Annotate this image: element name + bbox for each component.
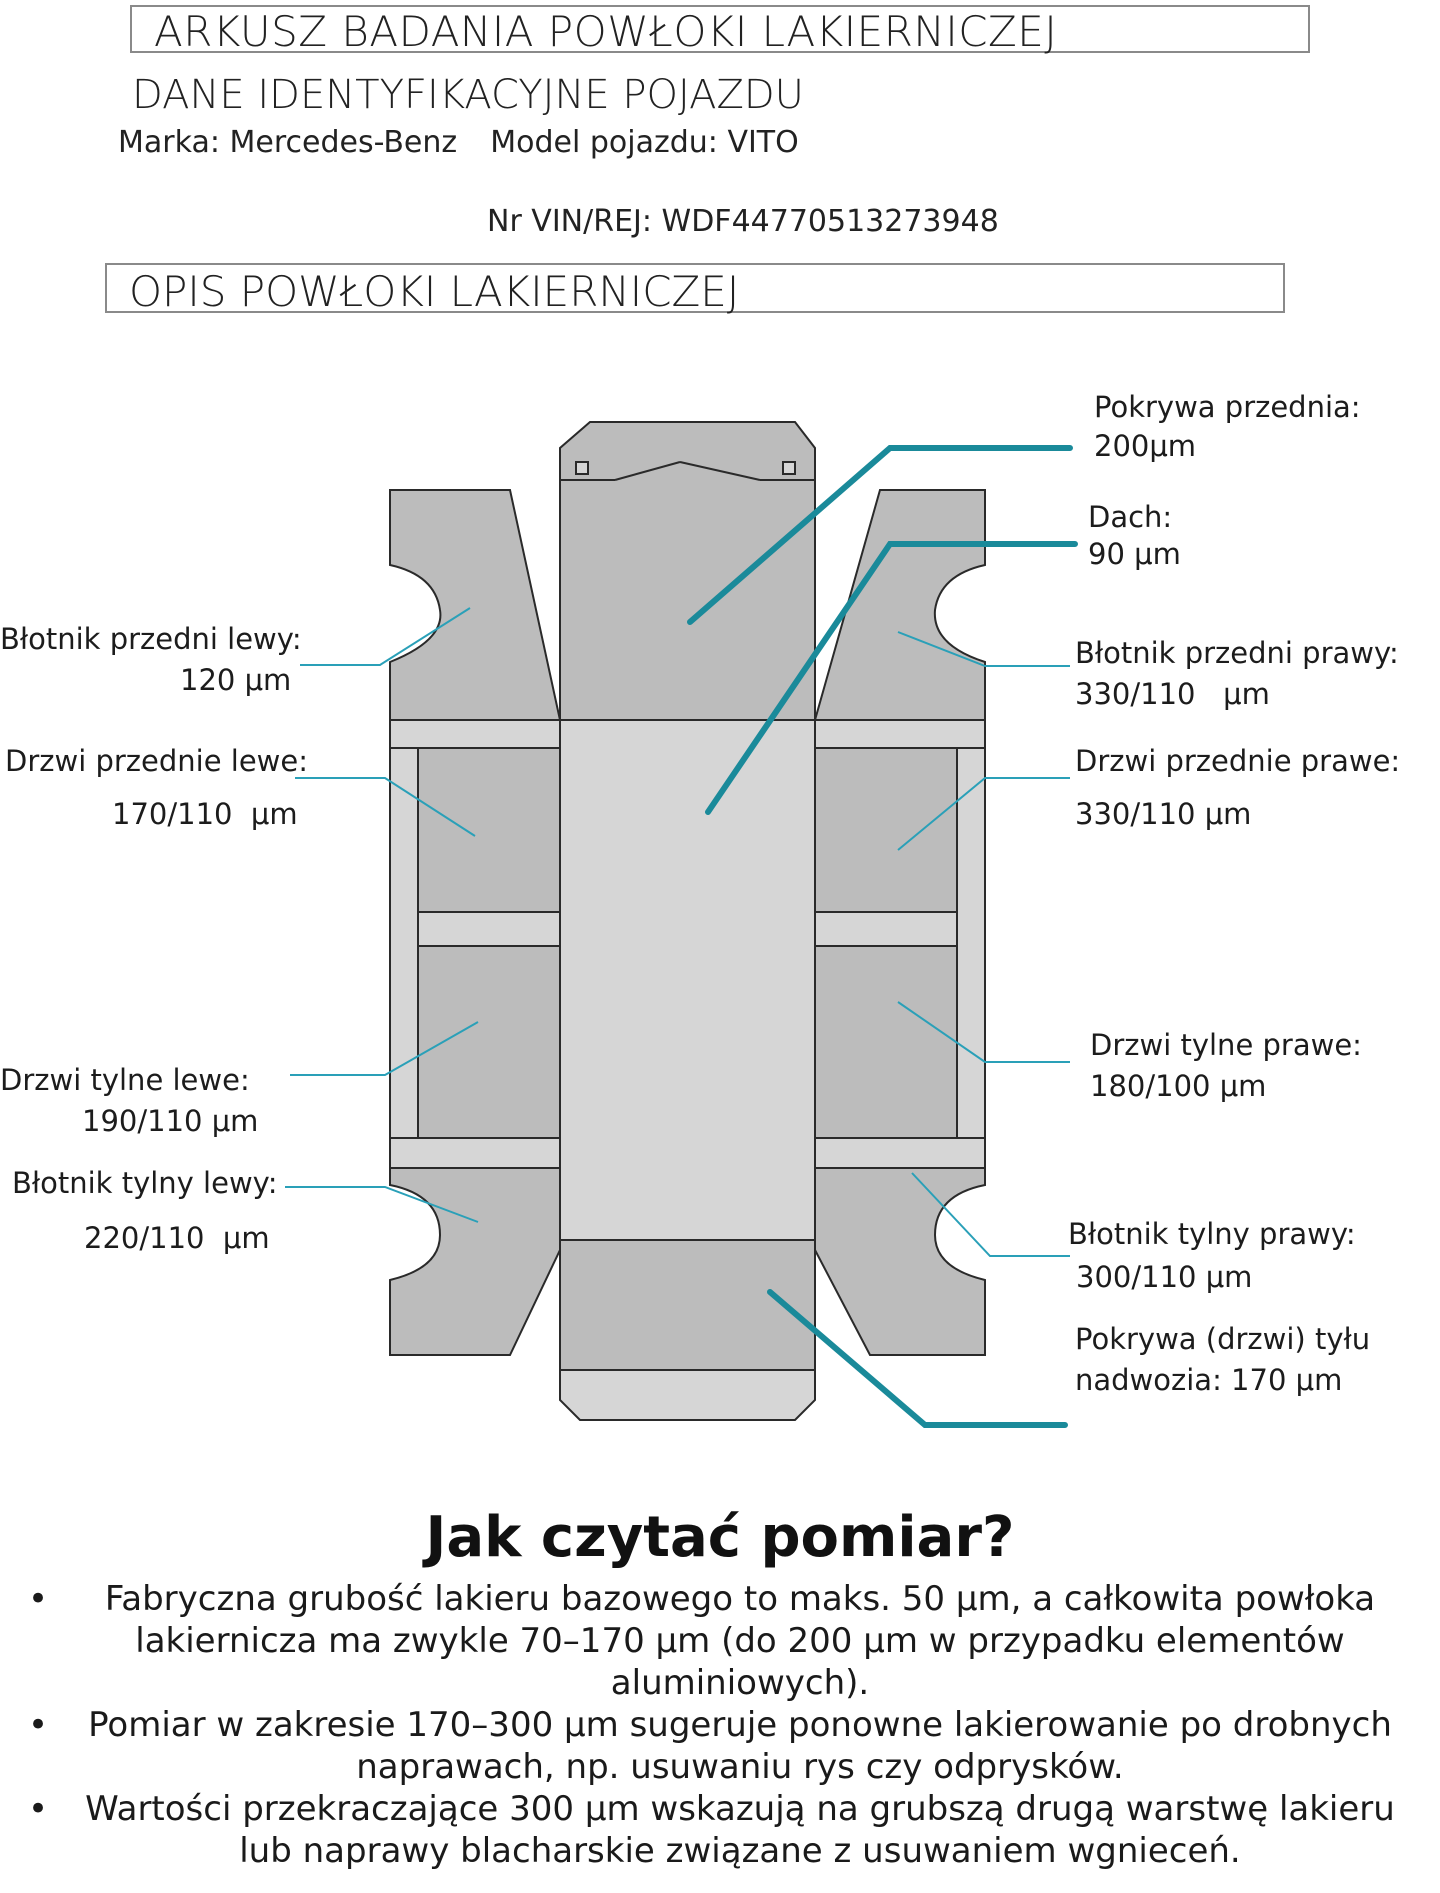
howto-list: Fabryczna grubość lakieru bazowego to ma… bbox=[0, 1578, 1440, 1872]
left-front-door-panel bbox=[417, 747, 561, 913]
right-front-fender-value: 330/110 μm bbox=[1075, 676, 1270, 711]
hood-hinge-left bbox=[575, 461, 589, 475]
leader-left-front-fender bbox=[300, 607, 471, 666]
label-left-rear-door: Drzwi tylne lewe: 190/110 μm bbox=[0, 1063, 258, 1139]
label-right-front-fender: Błotnik przedni prawy: 330/110 μm bbox=[1075, 636, 1399, 712]
label-right-front-door: Drzwi przednie prawe: 330/110 μm bbox=[1075, 744, 1400, 832]
leader-right-rear-fender bbox=[911, 1172, 1070, 1257]
left-front-fender-value: 120 μm bbox=[180, 662, 292, 697]
left-door-frame-top bbox=[389, 747, 419, 1139]
leader-rear-hatch bbox=[767, 1289, 1068, 1428]
leader-right-front-fender bbox=[897, 631, 1070, 667]
howto-title: Jak czytać pomiar? bbox=[425, 1505, 1015, 1570]
section-paint-title: OPIS POWŁOKI LAKIERNICZEJ bbox=[105, 263, 1285, 313]
rear-hatch-panel bbox=[559, 1239, 816, 1371]
label-left-front-door: Drzwi przednie lewe: 170/110 μm bbox=[5, 744, 308, 832]
right-rear-door-panel bbox=[814, 945, 958, 1139]
front-hood-value: 200μm bbox=[1094, 428, 1197, 463]
hood-hinge-right bbox=[782, 461, 796, 475]
left-front-door-name: Drzwi przednie lewe: bbox=[5, 744, 308, 778]
make-label: Marka: bbox=[118, 125, 220, 160]
right-rear-fender-name: Błotnik tylny prawy: bbox=[1068, 1217, 1356, 1251]
right-front-door-panel bbox=[814, 747, 958, 913]
rear-hatch-line2: nadwozia: 170 μm bbox=[1075, 1362, 1343, 1397]
left-door-divider bbox=[417, 911, 561, 947]
leader-roof bbox=[705, 541, 1078, 815]
vehicle-body-diagram bbox=[285, 421, 1078, 1428]
right-front-fender-name: Błotnik przedni prawy: bbox=[1075, 636, 1399, 670]
vehicle-make-row: Marka: Mercedes-Benz Model pojazdu: VITO bbox=[118, 125, 799, 160]
right-rear-fender-value: 300/110 μm bbox=[1076, 1259, 1253, 1294]
left-rear-door-value: 190/110 μm bbox=[82, 1103, 259, 1138]
front-hood-name: Pokrywa przednia: bbox=[1094, 390, 1361, 424]
left-rear-fender-value: 220/110 μm bbox=[84, 1220, 270, 1255]
left-rear-fender-panel bbox=[389, 1167, 561, 1356]
right-door-frame bbox=[956, 747, 986, 1139]
rear-bumper-panel bbox=[559, 1369, 816, 1421]
label-right-rear-fender: Błotnik tylny prawy: 300/110 μm bbox=[1068, 1217, 1356, 1295]
left-front-fender-panel bbox=[389, 489, 562, 721]
leader-front-hood bbox=[687, 445, 1073, 625]
right-front-sill bbox=[814, 719, 986, 749]
make-value: Mercedes-Benz bbox=[229, 125, 458, 160]
right-rear-sill bbox=[814, 1137, 986, 1169]
leader-left-front-door bbox=[295, 777, 476, 837]
right-front-door-value: 330/110 μm bbox=[1075, 796, 1252, 831]
label-left-front-fender: Błotnik przedni lewy: 120 μm bbox=[0, 622, 302, 698]
left-front-sill bbox=[389, 719, 561, 749]
leader-right-rear-door bbox=[897, 1001, 1070, 1063]
leader-right-front-door bbox=[897, 777, 1070, 851]
leader-left-rear-door bbox=[290, 1021, 479, 1076]
vin-value: WDF44770513273948 bbox=[661, 204, 999, 239]
roof-value: 90 μm bbox=[1088, 536, 1181, 571]
model-label: Model pojazdu: bbox=[490, 125, 718, 160]
right-door-divider bbox=[814, 911, 958, 947]
right-rear-fender-panel bbox=[814, 1167, 986, 1356]
label-left-rear-fender: Błotnik tylny lewy: 220/110 μm bbox=[12, 1166, 278, 1256]
howto-item: Pomiar w zakresie 170–300 μm sugeruje po… bbox=[0, 1704, 1440, 1788]
vin-label: Nr VIN/REJ: bbox=[487, 204, 652, 239]
model-value: VITO bbox=[727, 125, 799, 160]
left-front-fender-name: Błotnik przedni lewy: bbox=[0, 622, 302, 656]
label-right-rear-door: Drzwi tylne prawe: 180/100 μm bbox=[1090, 1028, 1362, 1104]
sheet-title: ARKUSZ BADANIA POWŁOKI LAKIERNICZEJ bbox=[130, 5, 1310, 53]
roof-name: Dach: bbox=[1088, 500, 1173, 534]
section-vehicle-id-title: DANE IDENTYFIKACYJNE POJAZDU bbox=[132, 72, 804, 118]
rear-hatch-line1: Pokrywa (drzwi) tyłu bbox=[1075, 1322, 1371, 1356]
left-rear-door-name: Drzwi tylne lewe: bbox=[0, 1063, 250, 1097]
roof-panel bbox=[559, 719, 816, 1241]
front-hood-panel bbox=[559, 421, 816, 721]
right-rear-door-name: Drzwi tylne prawe: bbox=[1090, 1028, 1362, 1062]
label-rear-hatch: Pokrywa (drzwi) tyłu nadwozia: 170 μm bbox=[1075, 1322, 1370, 1398]
howto-item: Wartości przekraczające 300 μm wskazują … bbox=[0, 1788, 1440, 1872]
left-rear-fender-name: Błotnik tylny lewy: bbox=[12, 1166, 278, 1200]
right-rear-door-value: 180/100 μm bbox=[1090, 1068, 1267, 1103]
leader-left-rear-fender bbox=[285, 1186, 479, 1223]
left-front-door-value: 170/110 μm bbox=[112, 796, 298, 831]
right-front-door-name: Drzwi przednie prawe: bbox=[1075, 744, 1401, 778]
label-roof: Dach: 90 μm bbox=[1088, 500, 1181, 572]
right-front-fender-panel bbox=[813, 489, 986, 721]
left-rear-door-panel bbox=[417, 945, 561, 1139]
vin-row: Nr VIN/REJ: WDF44770513273948 bbox=[487, 204, 999, 239]
left-rear-sill bbox=[389, 1137, 561, 1169]
label-front-hood: Pokrywa przednia: 200μm bbox=[1094, 390, 1361, 464]
howto-item: Fabryczna grubość lakieru bazowego to ma… bbox=[0, 1578, 1440, 1704]
